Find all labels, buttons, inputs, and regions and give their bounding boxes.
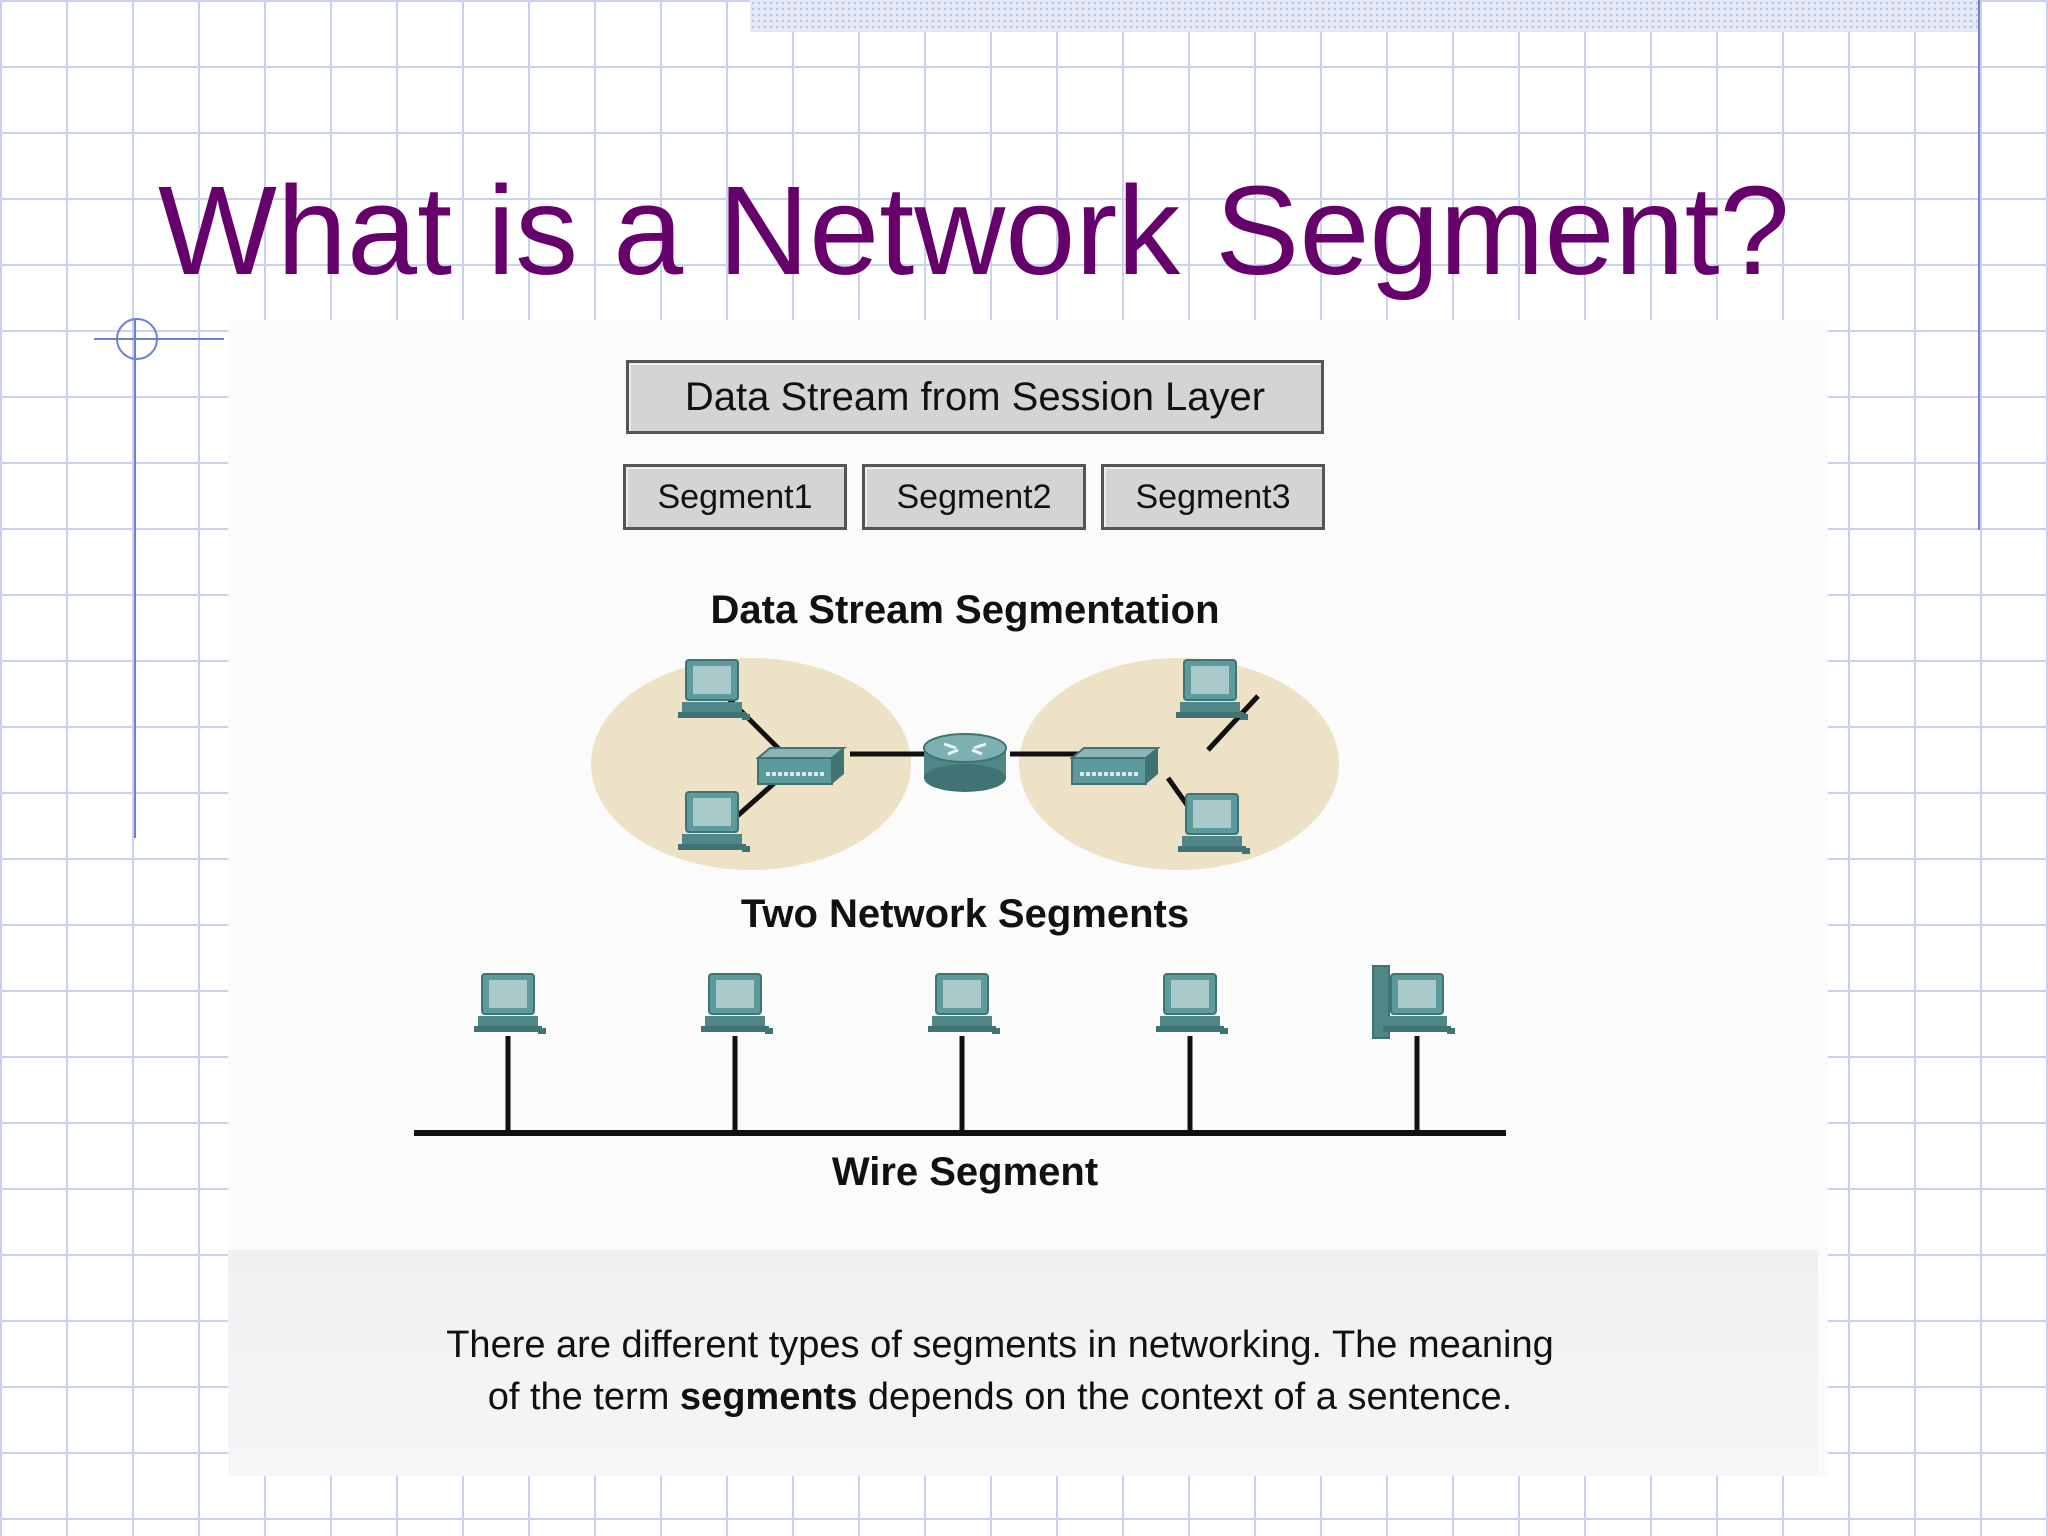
switch-icon <box>756 746 846 786</box>
caption-emphasis: segments <box>679 1376 858 1418</box>
wire-segment-label: Wire Segment <box>831 1150 1099 1194</box>
computer-icon <box>1155 973 1229 1035</box>
segment-box-2: Segment2 <box>862 464 1086 530</box>
left-accent-line <box>134 318 136 838</box>
slide-title: What is a Network Segment? <box>158 160 1790 301</box>
left-accent-crossbar <box>94 338 224 340</box>
switch-icon <box>1070 746 1160 786</box>
network-segments-label: Two Network Segments <box>740 892 1190 936</box>
right-accent-line <box>1978 0 1980 530</box>
computer-tower-icon <box>1372 965 1456 1039</box>
network-segment-left <box>591 658 911 870</box>
wire-drops <box>505 1036 1420 1133</box>
caption-line-1: There are different types of segments in… <box>446 1324 1554 1366</box>
network-segment-right <box>1019 658 1339 870</box>
session-layer-stream-box: Data Stream from Session Layer <box>626 360 1324 434</box>
segment-box-1: Segment1 <box>623 464 847 530</box>
caption-line-2: of the term segments depends on the cont… <box>250 1376 1750 1419</box>
computer-icon <box>700 973 774 1035</box>
computer-icon <box>473 973 547 1035</box>
top-decorative-strip <box>750 0 1980 32</box>
caption-text: depends on the context of a sentence. <box>857 1376 1513 1418</box>
caption-text: of the term <box>487 1376 680 1418</box>
segment-box-3: Segment3 <box>1101 464 1325 530</box>
left-accent-circle <box>116 318 158 360</box>
computer-icon <box>927 973 1001 1035</box>
caption-band <box>228 1250 1818 1476</box>
router-icon <box>923 733 1007 792</box>
segmentation-label: Data Stream Segmentation <box>710 588 1220 632</box>
